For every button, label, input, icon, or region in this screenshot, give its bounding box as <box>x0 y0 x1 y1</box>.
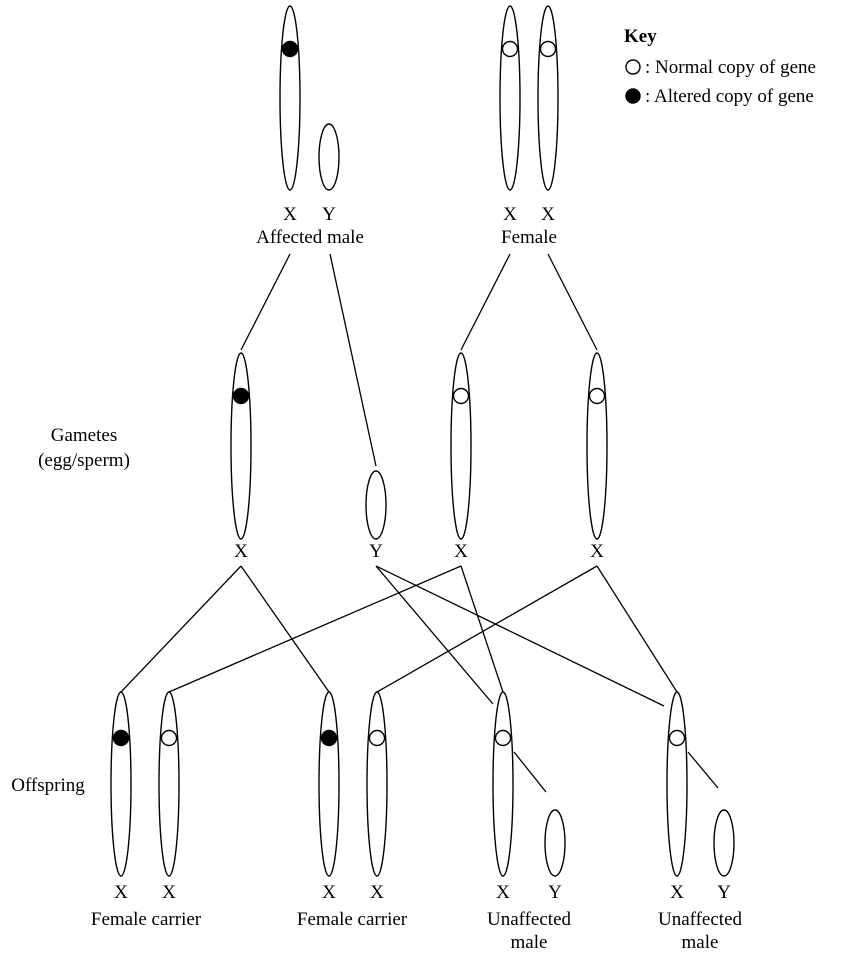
normal-gene-marker <box>541 42 556 57</box>
line-gx3-to-child1 <box>169 566 461 692</box>
line-child3-xy <box>514 752 546 792</box>
normal-gene-marker <box>670 731 685 746</box>
chromosome-label: X <box>541 204 555 225</box>
line-male-y-to-gamete <box>330 254 376 466</box>
chromosome-label: X <box>670 882 684 903</box>
parent-affected-male: X Y Affected male <box>256 6 364 248</box>
offspring-y-chromosome <box>714 810 734 876</box>
key-normal-label: : Normal copy of gene <box>645 57 816 78</box>
offspring-female-carrier-2: X X Female carrier <box>297 692 408 930</box>
chromosome-label: X <box>454 541 468 562</box>
chromosome-label: Y <box>548 882 562 903</box>
line-female-to-gamete-2 <box>548 254 597 350</box>
normal-gene-marker <box>496 731 511 746</box>
offspring-x-chromosome <box>667 692 687 876</box>
chromosome-label: Y <box>717 882 731 903</box>
offspring-label-female-carrier: Female carrier <box>297 909 408 930</box>
offspring-x-chromosome <box>367 692 387 876</box>
offspring-x-chromosome <box>159 692 179 876</box>
line-gx4-to-child4 <box>597 566 677 692</box>
gametes: Gametes (egg/sperm) X Y X X <box>38 353 607 562</box>
line-gx1-to-child1 <box>121 566 241 692</box>
altered-gene-marker <box>322 731 337 746</box>
chromosome-label: Y <box>369 541 383 562</box>
key-altered-label: : Altered copy of gene <box>645 86 814 107</box>
chromosome-label: X <box>590 541 604 562</box>
gamete-x-chromosome-2 <box>451 353 471 539</box>
connector-lines <box>121 254 718 792</box>
chromosome-label: X <box>234 541 248 562</box>
normal-gene-marker <box>162 731 177 746</box>
parent-female: X X Female <box>500 6 558 248</box>
gametes-label: Gametes <box>51 425 117 446</box>
chromosome-label: X <box>114 882 128 903</box>
chromosome-label: X <box>496 882 510 903</box>
key-legend: Key : Normal copy of gene : Altered copy… <box>624 26 816 107</box>
altered-gene-marker <box>114 731 129 746</box>
normal-gene-icon <box>626 60 640 74</box>
female-x-chromosome-1 <box>500 6 520 190</box>
male-y-chromosome <box>319 124 339 190</box>
altered-gene-marker <box>283 42 298 57</box>
offspring-x-chromosome <box>111 692 131 876</box>
offspring-label-male: male <box>682 932 719 953</box>
normal-gene-marker <box>590 389 605 404</box>
chromosome-label: X <box>370 882 384 903</box>
chromosome-label: X <box>503 204 517 225</box>
line-female-to-gamete-1 <box>461 254 510 350</box>
altered-gene-icon <box>626 89 640 103</box>
chromosome-label: X <box>322 882 336 903</box>
offspring-label-unaffected: Unaffected <box>487 909 572 930</box>
offspring-y-chromosome <box>545 810 565 876</box>
line-gx4-to-child2 <box>377 566 597 692</box>
offspring-female-carrier-1: X X Female carrier <box>91 692 202 930</box>
female-x-chromosome-2 <box>538 6 558 190</box>
offspring-unaffected-male-2: X Y Unaffected male <box>658 692 743 953</box>
normal-gene-marker <box>454 389 469 404</box>
offspring-x-chromosome <box>493 692 513 876</box>
offspring-label: Offspring <box>11 775 85 796</box>
parent-female-label: Female <box>501 227 557 248</box>
gamete-x-chromosome-1 <box>231 353 251 539</box>
gamete-x-chromosome-3 <box>587 353 607 539</box>
offspring-x-chromosome <box>319 692 339 876</box>
gamete-y-chromosome <box>366 471 386 539</box>
parent-male-label: Affected male <box>256 227 364 248</box>
parents: X Y Affected male X X Female <box>256 6 558 248</box>
gametes-sublabel: (egg/sperm) <box>38 450 130 471</box>
altered-gene-marker <box>234 389 249 404</box>
normal-gene-marker <box>370 731 385 746</box>
chromosome-label: Y <box>322 204 336 225</box>
offspring-unaffected-male-1: X Y Unaffected male <box>487 692 572 953</box>
chromosome-label: X <box>162 882 176 903</box>
offspring-label-unaffected: Unaffected <box>658 909 743 930</box>
line-child4-xy <box>688 752 718 788</box>
line-male-x-to-gamete <box>241 254 290 350</box>
line-gy-to-child4 <box>376 566 664 706</box>
normal-gene-marker <box>503 42 518 57</box>
chromosome-label: X <box>283 204 297 225</box>
offspring-label-female-carrier: Female carrier <box>91 909 202 930</box>
key-title: Key <box>624 26 657 47</box>
offspring-label-male: male <box>511 932 548 953</box>
offspring: Offspring X X Female carrier X X Female … <box>11 692 742 953</box>
male-x-chromosome <box>280 6 300 190</box>
